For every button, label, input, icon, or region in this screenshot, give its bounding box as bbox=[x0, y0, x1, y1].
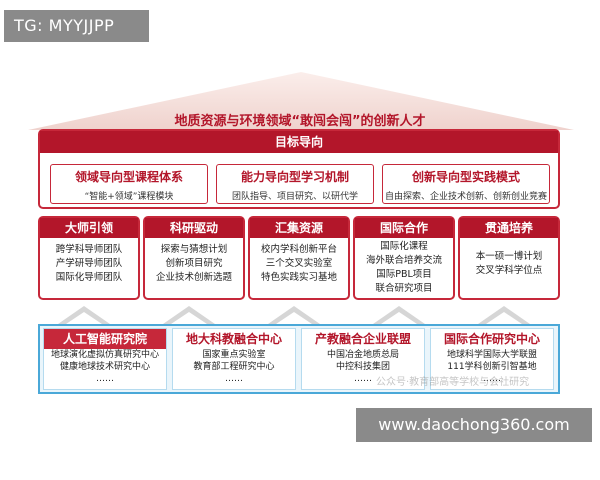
base-card-title: 地大科教融合中心 bbox=[185, 332, 282, 346]
faint-watermark: 公众号·教育部高等学校与会社研究 bbox=[376, 377, 530, 388]
base-card-title: 产教融合企业联盟 bbox=[314, 332, 411, 346]
goal-card-sub: 自由探索、企业技术创新、创新创业竞赛 bbox=[384, 192, 547, 202]
pillar-line: 跨学科导师团队 bbox=[55, 244, 123, 255]
pillar-line: 三个交叉实验室 bbox=[265, 258, 333, 269]
goal-header: 目标导向 bbox=[40, 131, 558, 153]
base-card-line: …… bbox=[354, 374, 372, 384]
chevron-up-icon bbox=[163, 306, 215, 324]
pillar-line: 国际PBL项目 bbox=[376, 269, 432, 280]
chevron-row bbox=[38, 302, 560, 324]
pillar-line: 国际化课程 bbox=[380, 241, 428, 252]
pillar-title: 国际合作 bbox=[355, 218, 453, 238]
pillar-line: 交叉学科学位点 bbox=[475, 265, 543, 276]
base-card-line: …… bbox=[225, 374, 243, 384]
roof-title: 地质资源与环境领域“敢闯会闯”的创新人才 bbox=[174, 114, 426, 129]
goal-card-title: 创新导向型实践模式 bbox=[411, 170, 520, 184]
goal-card-sub: 团队指导、项目研究、以研代学 bbox=[231, 192, 358, 202]
pillar-line: 产学研导师团队 bbox=[55, 258, 123, 269]
goal-card-practice: 创新导向型实践模式 自由探索、企业技术创新、创新创业竞赛 bbox=[382, 164, 550, 204]
pillar-resources: 汇集资源 校内学科创新平台 三个交叉实验室 特色实践实习基地 bbox=[248, 216, 350, 300]
pillar-title: 科研驱动 bbox=[145, 218, 243, 238]
pillar-line: 探索与猜想计划 bbox=[160, 244, 228, 255]
chevron-up-icon bbox=[268, 306, 320, 324]
base-card-science-education: 地大科教融合中心 国家重点实验室 教育部工程研究中心 …… bbox=[172, 328, 296, 390]
base-card-title: 人工智能研究院 bbox=[44, 329, 166, 349]
pillar-line: 特色实践实习基地 bbox=[260, 272, 337, 283]
base-card-line: 国家重点实验室 bbox=[202, 350, 266, 360]
base-card-line: 111学科创新引智基地 bbox=[447, 362, 537, 372]
goal-card-title: 领域导向型课程体系 bbox=[74, 170, 183, 184]
goal-frame: 目标导向 领域导向型课程体系 “智能+领域”课程模块 能力导向型学习机制 团队指… bbox=[38, 129, 560, 209]
pillar-title: 汇集资源 bbox=[250, 218, 348, 238]
roof-triangle bbox=[28, 72, 574, 134]
base-card-line: 地球演化虚拟仿真研究中心 bbox=[50, 350, 159, 360]
base-card-line: 中国冶金地质总局 bbox=[326, 350, 399, 360]
base-card-line: 健康地球技术研究中心 bbox=[59, 362, 150, 372]
chevron-up-icon bbox=[373, 306, 425, 324]
pillar-line: 国际化导师团队 bbox=[55, 272, 123, 283]
base-card-line: …… bbox=[96, 374, 114, 384]
pillar-title: 大师引领 bbox=[40, 218, 138, 238]
goal-card-sub: “智能+领域”课程模块 bbox=[84, 192, 174, 202]
base-card-industry: 产教融合企业联盟 中国冶金地质总局 中控科技集团 …… bbox=[301, 328, 425, 390]
pillar-research: 科研驱动 探索与猜想计划 创新项目研究 企业技术创新选题 bbox=[143, 216, 245, 300]
pillar-line: 联合研究项目 bbox=[375, 283, 433, 294]
pillar-line: 创新项目研究 bbox=[165, 258, 223, 269]
pillar-title: 贯通培养 bbox=[460, 218, 558, 238]
base-card-line: …… bbox=[483, 374, 501, 384]
pillar-line: 本一硕一博计划 bbox=[475, 251, 543, 262]
pillar-masters: 大师引领 跨学科导师团队 产学研导师团队 国际化导师团队 bbox=[38, 216, 140, 300]
pillar-line: 校内学科创新平台 bbox=[260, 244, 337, 255]
url-watermark: www.daochong360.com bbox=[356, 408, 592, 442]
pillar-integrated: 贯通培养 本一硕一博计划 交叉学科学位点 bbox=[458, 216, 560, 300]
pillar-line: 海外联合培养交流 bbox=[365, 255, 442, 266]
base-card-international: 国际合作研究中心 地球科学国际大学联盟 111学科创新引智基地 …… bbox=[430, 328, 554, 390]
goal-card-title: 能力导向型学习机制 bbox=[240, 170, 349, 184]
goal-card-learning: 能力导向型学习机制 团队指导、项目研究、以研代学 bbox=[216, 164, 374, 204]
base-card-line: 中控科技集团 bbox=[335, 362, 390, 372]
chevron-up-icon bbox=[478, 306, 530, 324]
pillar-line: 企业技术创新选题 bbox=[155, 272, 232, 283]
base-card-title: 国际合作研究中心 bbox=[443, 332, 540, 346]
chevron-up-icon bbox=[58, 306, 110, 324]
base-card-line: 地球科学国际大学联盟 bbox=[446, 350, 537, 360]
pillar-international: 国际合作 国际化课程 海外联合培养交流 国际PBL项目 联合研究项目 bbox=[353, 216, 455, 300]
base-card-line: 教育部工程研究中心 bbox=[193, 362, 275, 372]
goal-card-course: 领域导向型课程体系 “智能+领域”课程模块 bbox=[50, 164, 208, 204]
watermark-top-left: TG: MYYJJPP bbox=[4, 10, 149, 42]
base-card-ai: 人工智能研究院 地球演化虚拟仿真研究中心 健康地球技术研究中心 …… bbox=[43, 328, 167, 390]
